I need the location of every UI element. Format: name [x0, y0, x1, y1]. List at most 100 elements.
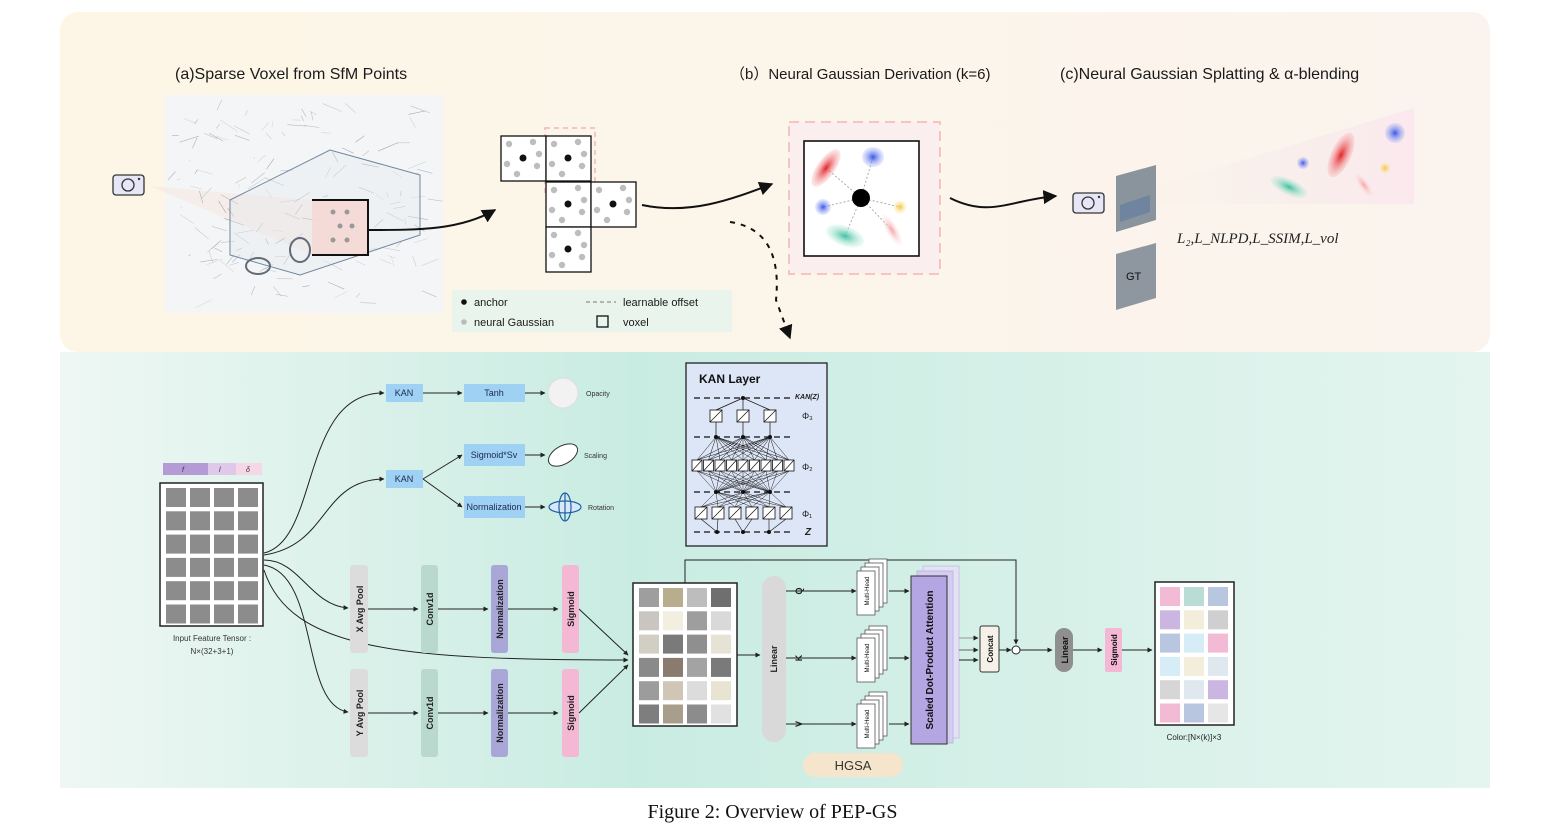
kan-layer-title: KAN Layer [699, 372, 761, 386]
camera-icon [113, 175, 144, 195]
fused-cell [711, 611, 731, 630]
panel-c-title: (c)Neural Gaussian Splatting & α-blendin… [1060, 66, 1359, 83]
tensor-cell [238, 535, 258, 554]
fused-feature-grid [633, 583, 737, 726]
linear1-label: Linear [769, 645, 779, 673]
tensor-cell [190, 558, 210, 577]
neural-gaussian-point [559, 217, 565, 223]
neural-gaussian-point [620, 185, 626, 191]
fused-cell [711, 681, 731, 700]
neural-gaussian-point [551, 141, 557, 147]
neural-gaussian-point [536, 151, 542, 157]
tensor-cell [238, 558, 258, 577]
fused-cell [639, 635, 659, 654]
sigmoid-out-label: Sigmoid [1110, 634, 1119, 666]
neural-gaussian-derivation [789, 122, 940, 274]
phi1-label: Φ₁ [802, 509, 812, 519]
fused-cell [663, 635, 683, 654]
neural-gaussian-point [575, 230, 581, 236]
neural-gaussian-point [575, 139, 581, 145]
tanh-label: Tanh [484, 388, 504, 398]
sigmoid-sv-label: Sigmoid*Sv [471, 450, 518, 460]
kan-label-1: KAN [395, 388, 414, 398]
neural-gaussian-point [604, 217, 610, 223]
kan-input-node [767, 530, 771, 534]
kan-sum-node [768, 435, 772, 439]
output-color-cell [1184, 680, 1204, 699]
neural-gaussian-point [551, 187, 557, 193]
fused-cell [711, 588, 731, 607]
feature-delta: δ [246, 467, 250, 474]
fused-cell [687, 705, 707, 724]
fused-cell [663, 658, 683, 677]
neural-gaussian-point [579, 254, 585, 260]
kan-input-node [741, 530, 745, 534]
neural-gaussian-point [514, 171, 520, 177]
x-avg-pool-label: X Avg Pool [355, 586, 365, 633]
neural-gaussian-point [594, 207, 600, 213]
tensor-cell [166, 488, 186, 507]
neural-gaussian-point [549, 207, 555, 213]
panel-a-title: (a)Sparse Voxel from SfM Points [175, 66, 407, 83]
tensor-cell [214, 558, 234, 577]
fused-cell [711, 705, 731, 724]
legend-neural-gaussian: neural Gaussian [474, 317, 554, 329]
tensor-cell [190, 605, 210, 624]
output-color-cell [1208, 634, 1228, 653]
tensor-cell [190, 581, 210, 600]
neural-gaussian-point [549, 161, 555, 167]
tensor-cell [238, 605, 258, 624]
anchor-point [565, 201, 572, 208]
phi3-label: Φ₃ [802, 411, 813, 421]
conv2-label: Conv1d [425, 696, 435, 729]
output-color-cell [1160, 680, 1180, 699]
anchor-point [520, 155, 527, 162]
neural-gaussian-point [575, 185, 581, 191]
output-color-cell [1208, 587, 1228, 606]
output-color-cell [1208, 610, 1228, 629]
output-color-cell [1208, 704, 1228, 723]
tensor-cell [238, 488, 258, 507]
tensor-cell [214, 488, 234, 507]
output-color-cell [1160, 704, 1180, 723]
norm2-label: Normalization [495, 683, 505, 743]
tensor-cell [166, 558, 186, 577]
neural-gaussian-point [626, 197, 632, 203]
neural-gaussian-point [530, 139, 536, 145]
tensor-cell [214, 581, 234, 600]
multi-head-label: Multi-Head [865, 643, 871, 672]
kan-sum-node [714, 435, 718, 439]
input-feature-tensor [160, 483, 263, 626]
tensor-cell [190, 535, 210, 554]
neural-gaussian-point [579, 209, 585, 215]
hgsa-label: HGSA [835, 758, 872, 773]
fused-cell [687, 588, 707, 607]
neural-gaussian-point [581, 151, 587, 157]
fused-cell [687, 681, 707, 700]
output-color-cell [1160, 587, 1180, 606]
output-color-cell [1160, 657, 1180, 676]
neural-gaussian-point [581, 197, 587, 203]
fused-cell [639, 588, 659, 607]
output-color-cell [1184, 634, 1204, 653]
kan-sum-node [714, 490, 718, 494]
scaling-label: Scaling [584, 453, 607, 460]
legend-anchor: anchor [474, 297, 508, 309]
kan-output-node [741, 396, 745, 400]
anchor-point [610, 201, 617, 208]
neural-gaussian-point [596, 187, 602, 193]
conv1-label: Conv1d [425, 592, 435, 625]
camera-icon [1073, 193, 1104, 213]
opacity-label: Opacity [586, 391, 610, 398]
sig1-label: Sigmoid [566, 591, 576, 627]
fused-cell [663, 588, 683, 607]
kan-z-label: KAN(Z) [795, 394, 820, 401]
legend-voxel: voxel [623, 317, 649, 329]
norm1-label: Normalization [495, 579, 505, 639]
k-label: K [794, 654, 804, 661]
tensor-cell [166, 511, 186, 530]
fused-cell [639, 681, 659, 700]
fused-cell [663, 705, 683, 724]
kan-sum-node [741, 435, 745, 439]
